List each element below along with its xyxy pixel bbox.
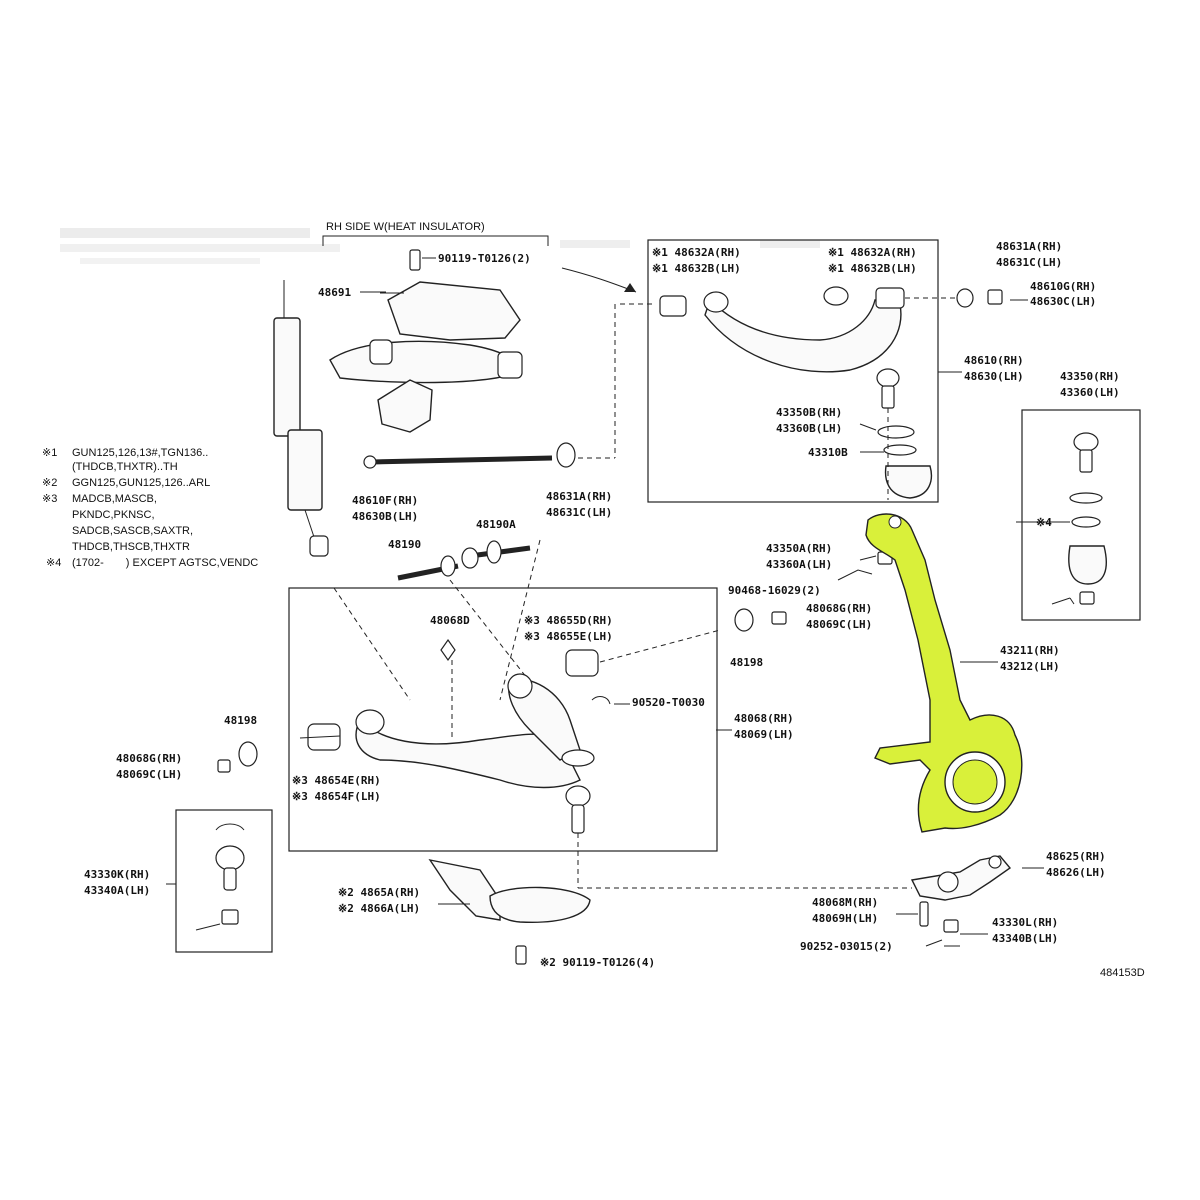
lower-control-arm: [307, 629, 721, 789]
label-48069c-right: 48069C(LH): [806, 618, 872, 631]
note-2-mark: ※2: [42, 477, 57, 489]
label-48068m: 48068M(RH): [812, 896, 878, 909]
label-48198-left: 48198: [224, 714, 257, 727]
label-43340a: 43340A(LH): [84, 884, 150, 897]
label-48069: 48069(LH): [734, 728, 794, 741]
label-48630: 48630(LH): [964, 370, 1024, 383]
note-1-mark: ※1: [42, 447, 57, 459]
note-4-line-1: (1702- ) EXCEPT AGTSC,VENDC: [72, 557, 258, 569]
note-3-line-3: SADCB,SASCB,SAXTR,: [72, 525, 193, 537]
label-90119-bottom: ※2 90119-T0126(4): [540, 956, 655, 969]
label-48069c-left: 48069C(LH): [116, 768, 182, 781]
label-43310b: 43310B: [808, 446, 848, 459]
label-48655e: ※3 48655E(LH): [524, 630, 613, 643]
label-48691: 48691: [318, 286, 351, 299]
stone-shield: [428, 858, 591, 965]
label-90468: 90468-16029(2): [728, 584, 821, 597]
label-43360a: 43360A(LH): [766, 558, 832, 571]
label-48654e: ※3 48654E(RH): [292, 774, 381, 787]
ball-joint-box: [1021, 409, 1141, 621]
upper-arm-box: [647, 239, 939, 503]
lower-arm-box: [288, 587, 718, 852]
note-1-line-1: GUN125,126,13#,TGN136..: [72, 447, 208, 459]
label-48198-right: 48198: [730, 656, 763, 669]
label-43350a: 43350A(RH): [766, 542, 832, 555]
part-labels: 90119-T0126(2) 48691 ※1 48632A(RH) ※1 48…: [84, 240, 1145, 979]
label-43330l: 43330L(RH): [992, 916, 1058, 929]
label-48655d: ※3 48655D(RH): [524, 614, 613, 627]
label-48632b-right: ※1 48632B(LH): [828, 262, 917, 275]
left-bushing-parts: [217, 741, 258, 773]
upper-ball-joint: [876, 368, 933, 500]
label-4865a: ※2 4865A(RH): [338, 886, 420, 899]
leader-lines: [166, 257, 1070, 947]
label-43211: 43211(RH): [1000, 644, 1060, 657]
lower-ball-joint: [565, 785, 912, 889]
steering-arm: [910, 855, 1012, 947]
label-4866a: ※2 4866A(LH): [338, 902, 420, 915]
heat-insulator-bracket: [329, 249, 523, 433]
note-2-line-1: GGN125,GUN125,126..ARL: [72, 477, 210, 489]
label-48631a-mid: 48631A(RH): [546, 490, 612, 503]
label-43360: 43360(LH): [1060, 386, 1120, 399]
upper-arm-arrow-line: [561, 267, 637, 293]
label-90520: 90520-T0030: [632, 696, 705, 709]
label-48632a-right: ※1 48632A(RH): [828, 246, 917, 259]
label-48068d: 48068D: [430, 614, 470, 627]
label-48631a-top: 48631A(RH): [996, 240, 1062, 253]
label-48610f: 48610F(RH): [352, 494, 418, 507]
arrow-head: [624, 283, 636, 292]
steering-knuckle-highlighted: [865, 513, 1023, 833]
label-48625: 48625(RH): [1046, 850, 1106, 863]
shock-absorber: [273, 280, 329, 557]
label-48190a: 48190A: [476, 518, 516, 531]
label-48610: 48610(RH): [964, 354, 1024, 367]
label-43350b: 43350B(RH): [776, 406, 842, 419]
label-43340b: 43340B(LH): [992, 932, 1058, 945]
faded-header-text: [60, 228, 820, 264]
label-43360b: 43360B(LH): [776, 422, 842, 435]
ball-joint-kit: [1051, 432, 1107, 605]
strut-rod: [363, 442, 576, 469]
header-bracket: [322, 235, 549, 246]
label-48610g: 48610G(RH): [1030, 280, 1096, 293]
label-48631c-top: 48631C(LH): [996, 256, 1062, 269]
label-48068g-right: 48068G(RH): [806, 602, 872, 615]
label-43330k: 43330K(RH): [84, 868, 150, 881]
label-48069h: 48069H(LH): [812, 912, 878, 925]
upper-control-arm: [578, 286, 1003, 459]
label-48190: 48190: [388, 538, 421, 551]
label-48068g-left: 48068G(RH): [116, 752, 182, 765]
label-43212: 43212(LH): [1000, 660, 1060, 673]
label-43350: 43350(RH): [1060, 370, 1120, 383]
applicability-notes: ※1 GUN125,126,13#,TGN136.. (THDCB,THXTR)…: [42, 447, 258, 569]
label-48068: 48068(RH): [734, 712, 794, 725]
label-48631c-mid: 48631C(LH): [546, 506, 612, 519]
heat-insulator-header: RH SIDE W(HEAT INSULATOR): [326, 221, 485, 233]
note-3-line-1: MADCB,MASCB,: [72, 493, 157, 505]
label-90119-top: 90119-T0126(2): [438, 252, 531, 265]
label-48630c: 48630C(LH): [1030, 295, 1096, 308]
note-3-line-2: PKNDC,PKNSC,: [72, 509, 155, 521]
label-48654f: ※3 48654F(LH): [292, 790, 381, 803]
label-48632b-left: ※1 48632B(LH): [652, 262, 741, 275]
label-48632a-left: ※1 48632A(RH): [652, 246, 741, 259]
label-90252: 90252-03015(2): [800, 940, 893, 953]
note-1-line-2: (THDCB,THXTR)..TH: [72, 461, 178, 473]
lower-ball-joint-kit: [195, 823, 245, 931]
lower-ball-joint-box: [175, 809, 273, 953]
catalog-number: 484153D: [1100, 967, 1145, 979]
note-3-line-4: THDCB,THSCB,THXTR: [72, 541, 190, 553]
note-3-mark: ※3: [42, 493, 57, 505]
label-48630b: 48630B(LH): [352, 510, 418, 523]
label-48626: 48626(LH): [1046, 866, 1106, 879]
note-4-mark: ※4: [46, 557, 61, 569]
